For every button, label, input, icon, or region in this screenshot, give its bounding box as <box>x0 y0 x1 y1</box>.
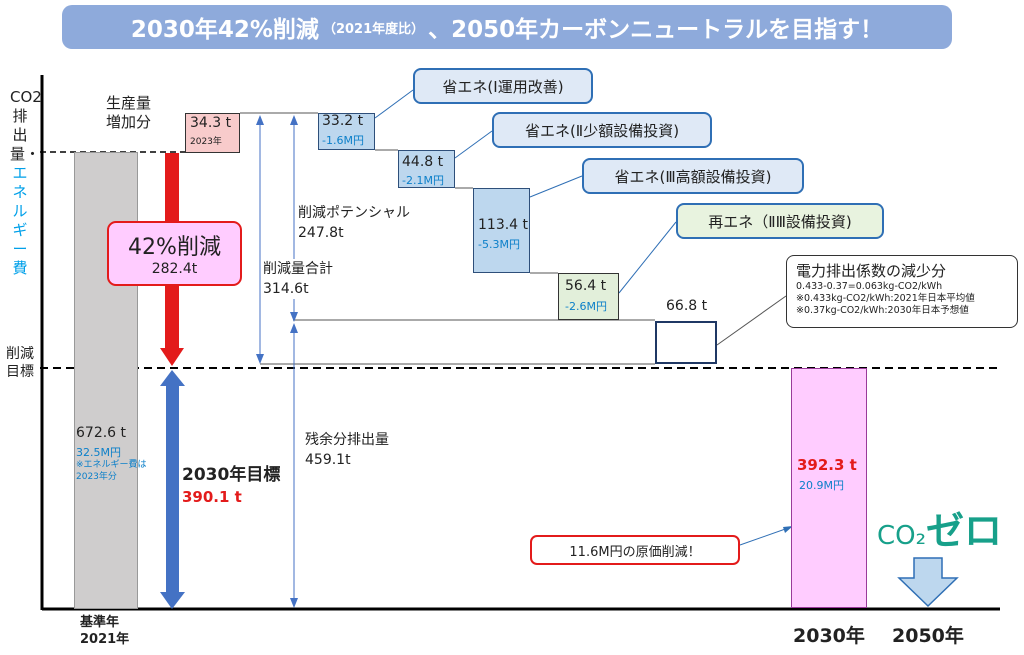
zero-text: ゼロ <box>926 509 1003 553</box>
banner-main: 2030年42%削減 <box>130 17 319 43</box>
potential-label: 削減ポテンシャル <box>298 205 410 221</box>
step-1-value: 33.2 t <box>322 113 364 129</box>
reduction-arrow-head <box>160 348 184 366</box>
reduction-value: 282.4t <box>151 261 198 277</box>
arrow-head <box>256 354 264 364</box>
total-label: 削減量合計 <box>263 261 333 277</box>
emission-factor-bar <box>655 321 717 364</box>
reduction-box: 42%削減 282.4t <box>107 221 242 286</box>
potential-value: 247.8t <box>298 225 344 241</box>
base-value: 672.6 t <box>76 425 127 441</box>
step-bar-2 <box>398 150 455 188</box>
arrow-head <box>290 312 298 322</box>
x-label-base-line2: 2021年 <box>80 632 130 647</box>
arrow-head <box>290 323 298 333</box>
arrow-head <box>783 526 793 533</box>
emission-factor-line3: ※0.37kg-CO2/kWh:2030年日本予想値 <box>796 305 969 316</box>
potential-label-group: 削減ポテンシャル 247.8t <box>298 203 410 243</box>
callout-step-2: 省エネ(Ⅱ少額設備投資) <box>492 112 712 148</box>
arrow-head <box>290 598 298 608</box>
co2-zero: CO₂ゼロ <box>877 500 1002 555</box>
step-2-cost: -2.1M円 <box>402 174 444 187</box>
production-label: 生産量 増加分 <box>106 94 151 132</box>
target-value: 390.1 t <box>182 488 242 506</box>
cost-reduction-callout: 11.6M円の原価削減！ <box>530 535 740 565</box>
callout-step-3: 省エネ(Ⅲ高額設備投資) <box>582 158 804 194</box>
result-2030-cost: 20.9M円 <box>799 479 844 492</box>
step-2-value: 44.8 t <box>402 154 444 170</box>
callout-step-1: 省エネ(Ⅰ運用改善) <box>413 68 593 104</box>
step-4-cost: -2.6M円 <box>565 300 607 313</box>
step-3-value: 113.4 t <box>478 217 529 233</box>
down-arrow-2050 <box>897 557 959 608</box>
step-bar-1 <box>318 113 375 150</box>
co2-text: CO₂ <box>877 521 927 551</box>
residual-label: 残余分排出量 <box>305 432 389 448</box>
banner-sub: （2021年度比） <box>322 21 425 37</box>
banner-rest: 、2050年カーボンニュートラルを目指す！ <box>428 17 884 43</box>
y-axis-label-part2: エネルギー費 <box>12 164 28 277</box>
total-value: 314.6t <box>263 281 309 297</box>
title-banner: 2030年42%削減 （2021年度比） 、2050年カーボンニュートラルを目指… <box>62 5 952 49</box>
production-value: 34.3 t <box>190 115 232 131</box>
residual-label-group: 残余分排出量 459.1t <box>305 430 389 470</box>
callout-pointer <box>374 89 414 119</box>
step-1-cost: -1.6M円 <box>322 134 364 147</box>
production-year: 2023年 <box>190 137 222 147</box>
reduction-pct: 42%削減 <box>128 235 221 260</box>
step-3-cost: -5.3M円 <box>478 238 520 251</box>
target-label-group: 2030年目標 390.1 t <box>182 464 280 508</box>
step-bar-3 <box>473 188 530 273</box>
callout-pointer <box>529 175 583 198</box>
production-label-line1: 生産量 <box>106 94 152 112</box>
x-label-base: 基準年 2021年 <box>80 614 129 648</box>
x-label-base-line1: 基準年 <box>80 615 120 630</box>
target-line-label: 削減目標 <box>6 346 34 380</box>
result-2030-value: 392.3 t <box>797 456 857 474</box>
production-increase-bar: 34.3 t 2023年 <box>185 113 240 153</box>
callout-step-4: 再エネ（ⅡⅢ設備投資) <box>676 203 884 239</box>
callout-pointer <box>454 130 493 159</box>
target-arrow-head-down <box>160 592 185 609</box>
emission-factor-value: 66.8 t <box>666 298 708 314</box>
residual-value: 459.1t <box>305 452 351 468</box>
target-arrow-shaft <box>166 385 179 593</box>
emission-factor-line1: 0.433-0.37=0.063kg-CO2/kWh <box>796 281 943 292</box>
callout-pointer <box>739 526 792 546</box>
base-cost: 32.5M円 <box>76 446 121 459</box>
emission-factor-callout: 電力排出係数の減少分 0.433-0.37=0.063kg-CO2/kWh ※0… <box>786 255 1018 328</box>
callout-pointer <box>618 221 677 294</box>
callout-pointer <box>716 295 787 346</box>
target-label: 2030年目標 <box>182 465 281 485</box>
arrow-head <box>290 115 298 125</box>
emission-factor-title: 電力排出係数の減少分 <box>796 262 947 280</box>
target-arrow-head-up <box>160 370 185 386</box>
base-note: ※エネルギー費は2023年分 <box>76 460 147 482</box>
step-bar-4 <box>558 273 619 320</box>
emission-factor-line2: ※0.433kg-CO2/kWh:2021年日本平均値 <box>796 293 975 304</box>
total-label-group: 削減量合計 314.6t <box>263 259 333 299</box>
step-4-value: 56.4 t <box>565 278 607 294</box>
production-label-line2: 増加分 <box>106 113 152 131</box>
arrow-head <box>256 115 264 125</box>
x-label-2050: 2050年 <box>892 625 964 647</box>
result-2030-bar <box>791 368 867 608</box>
x-label-2030: 2030年 <box>793 625 865 647</box>
